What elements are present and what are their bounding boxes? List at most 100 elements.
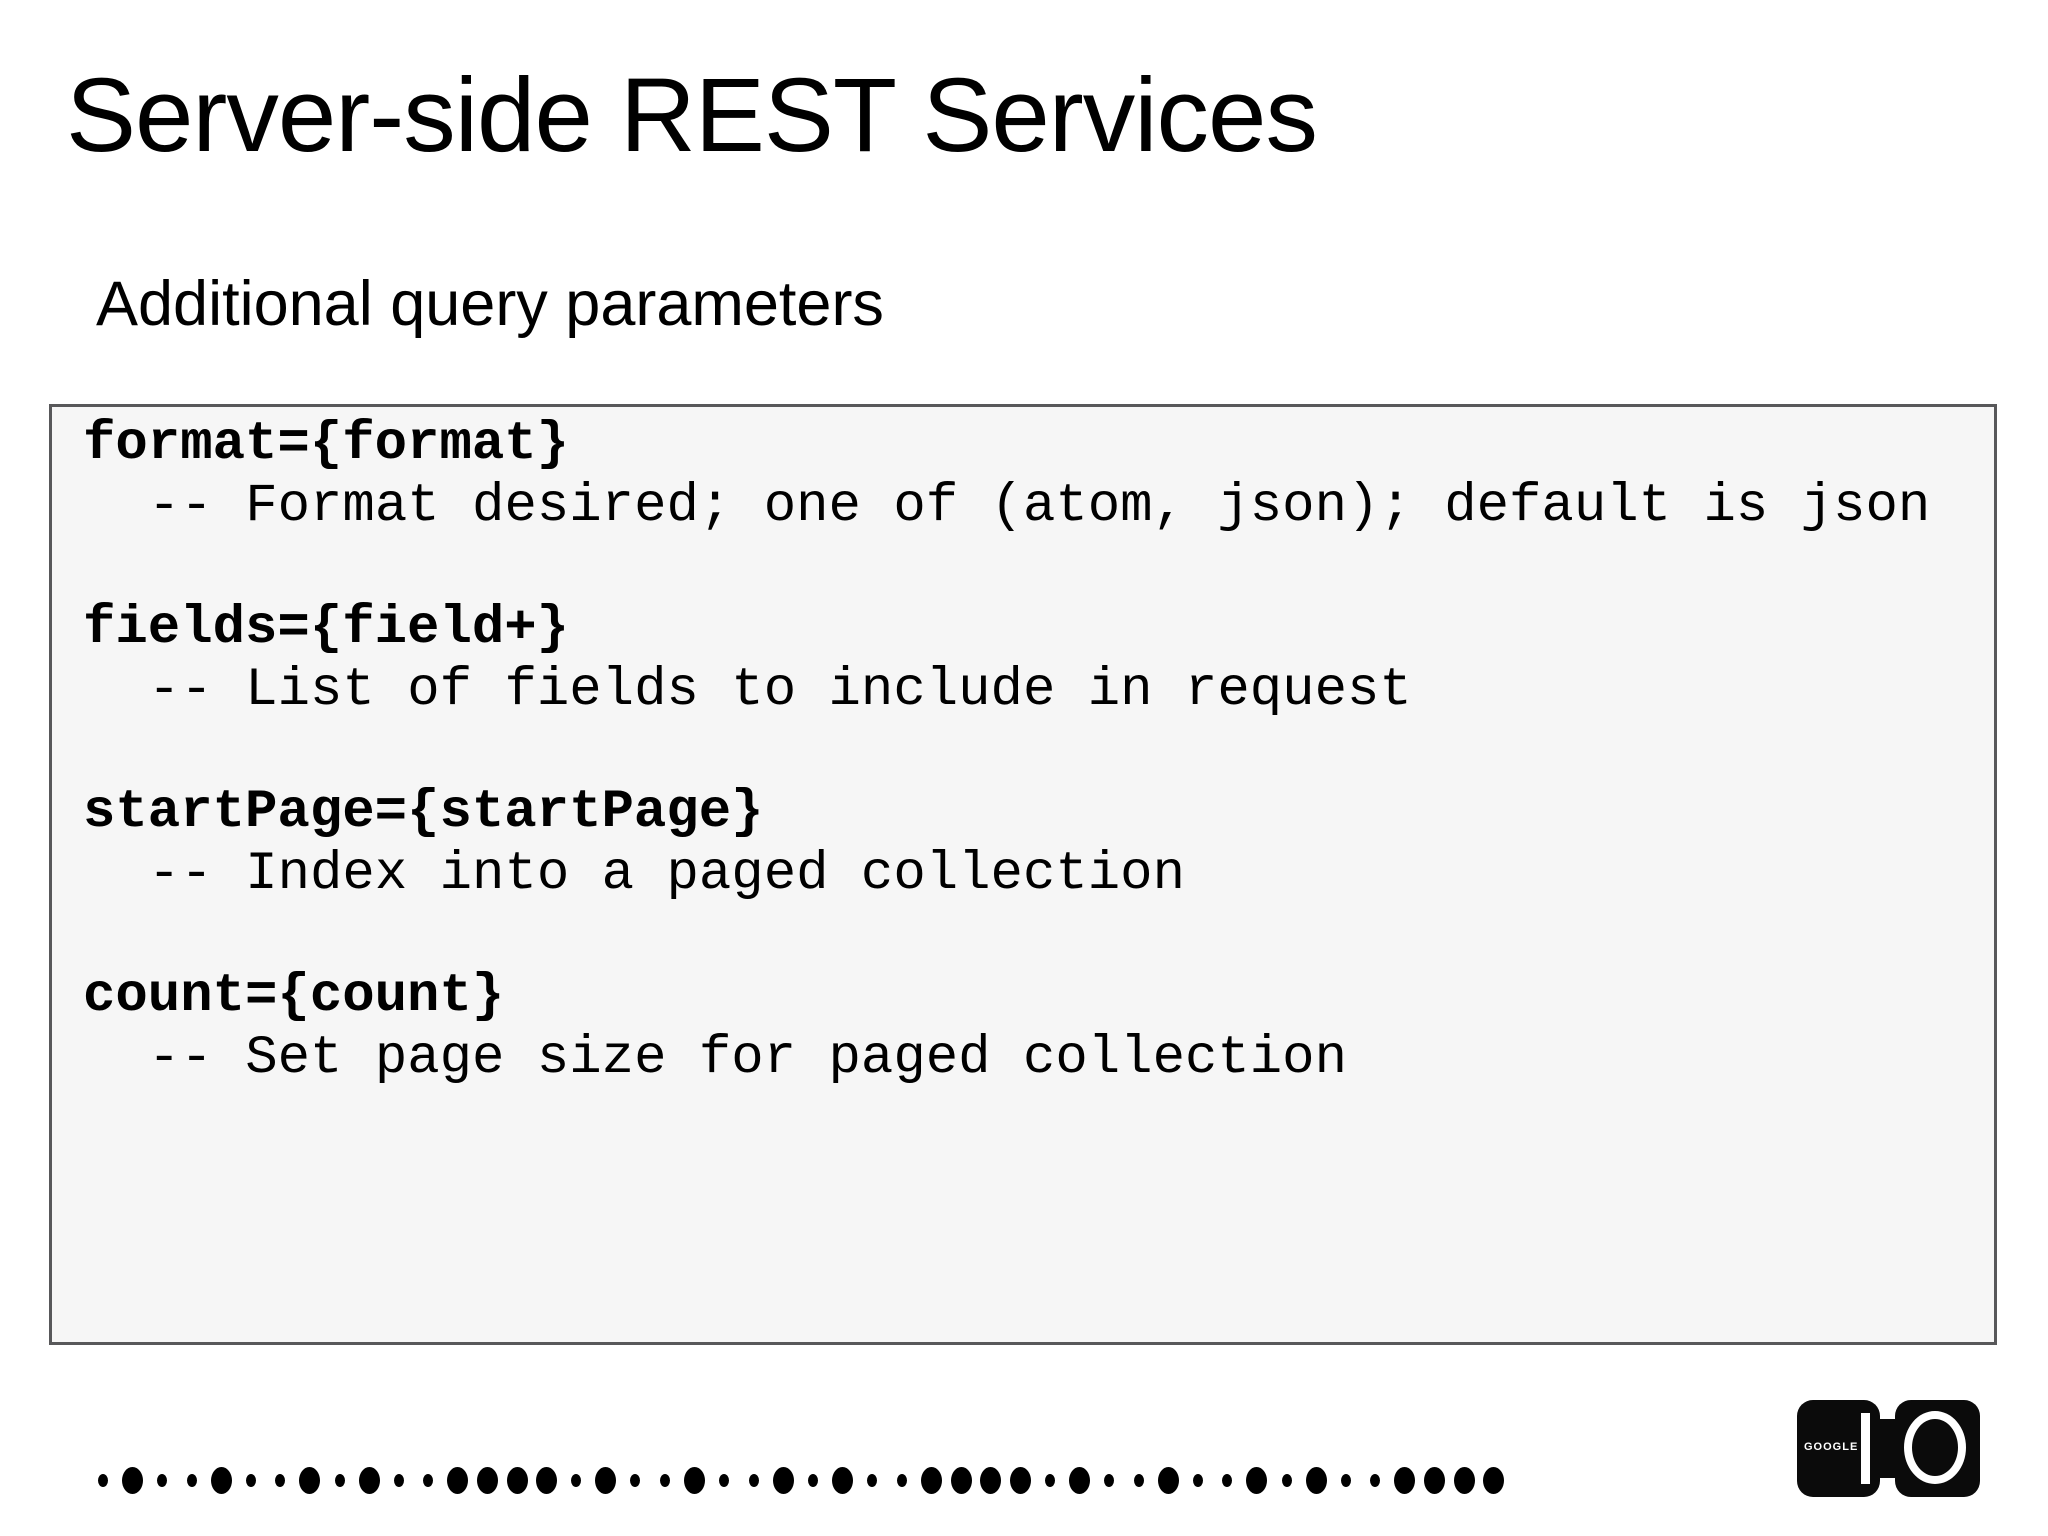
code-desc: -- List of fields to include in request	[148, 660, 1412, 721]
footer-dot-slot	[857, 1462, 887, 1498]
footer-dot-slot	[976, 1462, 1006, 1498]
logo-o-block	[1895, 1400, 1980, 1497]
logo-bridge	[1877, 1419, 1899, 1478]
io-logo-i-bar-icon	[1861, 1413, 1870, 1484]
footer-dot	[748, 1473, 759, 1487]
code-desc: -- Format desired; one of (atom, json); …	[148, 476, 1931, 537]
footer-dot-slot	[1449, 1462, 1479, 1498]
code-param: count={count}	[83, 966, 505, 1027]
footer-dot	[299, 1466, 321, 1494]
footer-dot	[423, 1473, 434, 1487]
code-desc: -- Set page size for paged collection	[148, 1028, 1347, 1089]
footer-dot	[867, 1473, 878, 1487]
footer-dot-slot	[1153, 1462, 1183, 1498]
footer-dot-slot	[118, 1462, 148, 1498]
footer-dot	[186, 1473, 197, 1487]
slide-subtitle: Additional query parameters	[96, 269, 884, 339]
footer-dot-slot	[1065, 1462, 1095, 1498]
footer-dot-slot	[443, 1462, 473, 1498]
footer-dot	[595, 1466, 617, 1494]
footer-dot	[980, 1466, 1002, 1494]
footer-dot	[1281, 1473, 1292, 1487]
footer-dot-slot	[266, 1462, 296, 1498]
footer-dot	[896, 1473, 907, 1487]
footer-dots-decoration	[88, 1462, 1509, 1498]
footer-dot	[1394, 1466, 1416, 1494]
footer-dot	[571, 1473, 582, 1487]
footer-dot	[1222, 1473, 1233, 1487]
code-entry-count: count={count} -- Set page size for paged…	[83, 966, 1994, 1090]
footer-dot-slot	[1094, 1462, 1124, 1498]
footer-dot-slot	[295, 1462, 325, 1498]
footer-dot-slot	[739, 1462, 769, 1498]
footer-dot	[1157, 1466, 1179, 1494]
footer-dot	[660, 1473, 671, 1487]
footer-dot	[275, 1473, 286, 1487]
code-param: format={format}	[83, 414, 570, 475]
footer-dot-slot	[562, 1462, 592, 1498]
footer-dot-slot	[1301, 1462, 1331, 1498]
footer-dot-slot	[1124, 1462, 1154, 1498]
footer-dot	[210, 1466, 232, 1494]
footer-dot-slot	[88, 1462, 118, 1498]
footer-dot	[719, 1473, 730, 1487]
footer-dot-slot	[709, 1462, 739, 1498]
footer-dot-slot	[206, 1462, 236, 1498]
footer-dot	[1424, 1466, 1446, 1494]
logo-google-text: GOOGLE	[1804, 1441, 1859, 1453]
footer-dot-slot	[621, 1462, 651, 1498]
code-desc: -- Index into a paged collection	[148, 844, 1185, 905]
footer-dot	[447, 1466, 469, 1494]
footer-dot-slot	[1272, 1462, 1302, 1498]
footer-dot-slot	[798, 1462, 828, 1498]
page-title: Server-side REST Services	[66, 57, 1318, 174]
footer-dot	[832, 1466, 854, 1494]
code-param: startPage={startPage}	[83, 782, 764, 843]
logo-google-block: GOOGLE	[1797, 1400, 1880, 1497]
footer-dot	[393, 1473, 404, 1487]
footer-dot-slot	[1183, 1462, 1213, 1498]
footer-dot	[772, 1466, 794, 1494]
google-io-logo: GOOGLE	[1797, 1400, 1980, 1497]
footer-dot-slot	[828, 1462, 858, 1498]
footer-dot-slot	[1213, 1462, 1243, 1498]
footer-dot-slot	[502, 1462, 532, 1498]
footer-dot-slot	[1331, 1462, 1361, 1498]
footer-dot-slot	[887, 1462, 917, 1498]
footer-dot	[334, 1473, 345, 1487]
footer-dot	[1044, 1473, 1055, 1487]
footer-dot	[506, 1466, 528, 1494]
footer-dot-slot	[1390, 1462, 1420, 1498]
footer-dot-slot	[591, 1462, 621, 1498]
footer-dot	[1340, 1473, 1351, 1487]
footer-dot-slot	[147, 1462, 177, 1498]
footer-dot-slot	[1361, 1462, 1391, 1498]
footer-dot-slot	[177, 1462, 207, 1498]
footer-dot-slot	[946, 1462, 976, 1498]
footer-dot	[536, 1466, 558, 1494]
footer-dot	[1305, 1466, 1327, 1494]
footer-dot	[1370, 1473, 1381, 1487]
code-entry-fields: fields={field+} -- List of fields to inc…	[83, 598, 1994, 722]
footer-dot	[950, 1466, 972, 1494]
code-entry-format: format={format} -- Format desired; one o…	[83, 414, 1994, 538]
footer-dot	[358, 1466, 380, 1494]
footer-dot	[477, 1466, 499, 1494]
footer-dot-slot	[532, 1462, 562, 1498]
footer-dot-slot	[1005, 1462, 1035, 1498]
code-box: format={format} -- Format desired; one o…	[49, 404, 1997, 1345]
footer-dot-slot	[473, 1462, 503, 1498]
footer-dot	[1453, 1466, 1475, 1494]
footer-dot	[808, 1473, 819, 1487]
footer-dot-slot	[769, 1462, 799, 1498]
footer-dot	[684, 1466, 706, 1494]
footer-dot	[920, 1466, 942, 1494]
footer-dot-slot	[650, 1462, 680, 1498]
footer-dot	[1068, 1466, 1090, 1494]
footer-dot-slot	[414, 1462, 444, 1498]
footer-dot-slot	[325, 1462, 355, 1498]
footer-dot	[1192, 1473, 1203, 1487]
footer-dot	[97, 1473, 108, 1487]
footer-dot-slot	[384, 1462, 414, 1498]
